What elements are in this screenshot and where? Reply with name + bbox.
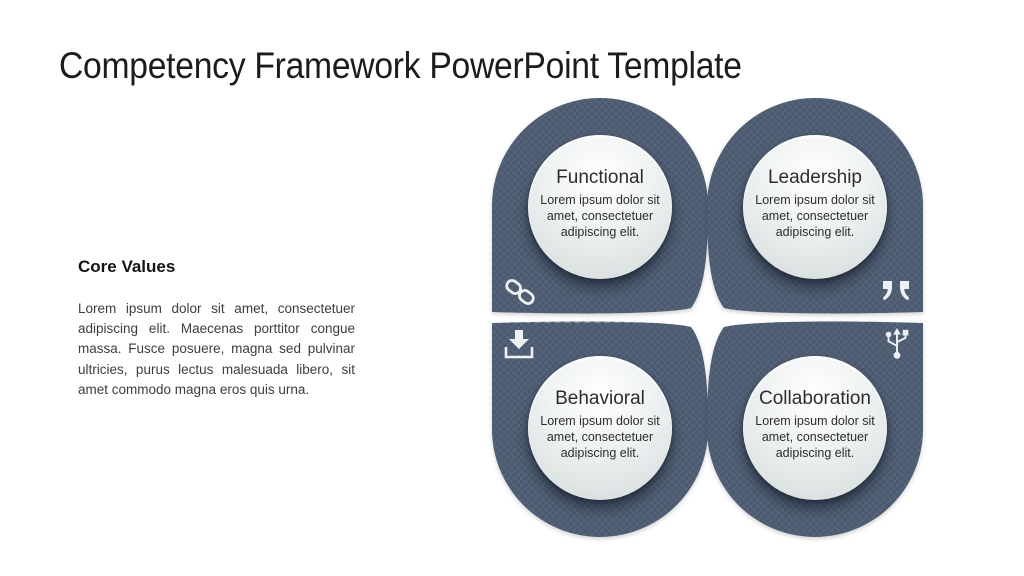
core-values-paragraph: Lorem ipsum dolor sit amet, consectetuer… bbox=[78, 300, 355, 398]
teardrop-shape: Functional Lorem ipsum dolor sit amet, c… bbox=[492, 98, 708, 316]
competency-shape-collaboration: Collaboration Lorem ipsum dolor sit amet… bbox=[707, 319, 923, 537]
competency-title: Collaboration bbox=[759, 388, 871, 409]
teardrop-shape: Behavioral Lorem ipsum dolor sit amet, c… bbox=[492, 319, 708, 537]
teardrop-shape: Leadership Lorem ipsum dolor sit amet, c… bbox=[707, 98, 923, 316]
competency-title: Functional bbox=[556, 167, 644, 188]
download-icon bbox=[504, 328, 534, 360]
link-icon bbox=[503, 275, 537, 309]
competency-shape-leadership: Leadership Lorem ipsum dolor sit amet, c… bbox=[707, 98, 923, 316]
competency-description: Lorem ipsum dolor sit amet, consectetuer… bbox=[540, 414, 660, 460]
competency-description: Lorem ipsum dolor sit amet, consectetuer… bbox=[755, 193, 875, 239]
competency-description: Lorem ipsum dolor sit amet, consectetuer… bbox=[540, 193, 660, 239]
competency-circle: Functional Lorem ipsum dolor sit amet, c… bbox=[528, 135, 672, 279]
usb-icon bbox=[880, 327, 914, 361]
teardrop-shape: Collaboration Lorem ipsum dolor sit amet… bbox=[707, 319, 923, 537]
slide-title: Competency Framework PowerPoint Template bbox=[59, 44, 742, 86]
competency-shape-functional: Functional Lorem ipsum dolor sit amet, c… bbox=[492, 98, 708, 316]
competency-title: Behavioral bbox=[555, 388, 645, 409]
dashed-edge-decoration bbox=[495, 321, 660, 323]
competency-circle: Leadership Lorem ipsum dolor sit amet, c… bbox=[743, 135, 887, 279]
core-values-heading: Core Values bbox=[78, 257, 176, 277]
competency-shape-behavioral: Behavioral Lorem ipsum dolor sit amet, c… bbox=[492, 319, 708, 537]
competency-title: Leadership bbox=[767, 167, 863, 188]
competency-circle: Behavioral Lorem ipsum dolor sit amet, c… bbox=[528, 356, 672, 500]
competency-circle: Collaboration Lorem ipsum dolor sit amet… bbox=[743, 356, 887, 500]
quote-icon bbox=[879, 276, 913, 310]
competency-description: Lorem ipsum dolor sit amet, consectetuer… bbox=[755, 414, 875, 460]
